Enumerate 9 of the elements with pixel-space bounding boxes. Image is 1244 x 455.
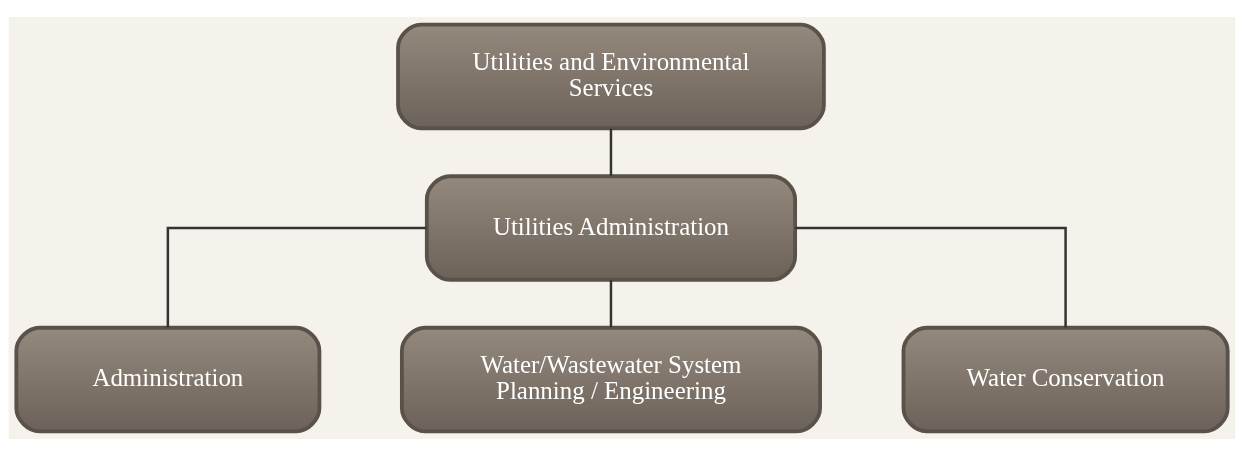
node-box: Utilities and Environmental Services [396, 22, 826, 130]
connector [609, 128, 613, 176]
node-box: Administration [14, 325, 322, 433]
connector [795, 226, 1067, 327]
node-box: Water Conservation [901, 325, 1230, 433]
connector [166, 226, 427, 327]
node-box: Water/Wastewater System Planning / Engineering [399, 325, 822, 433]
connector [609, 279, 613, 327]
node-box: Utilities Administration [424, 173, 798, 282]
